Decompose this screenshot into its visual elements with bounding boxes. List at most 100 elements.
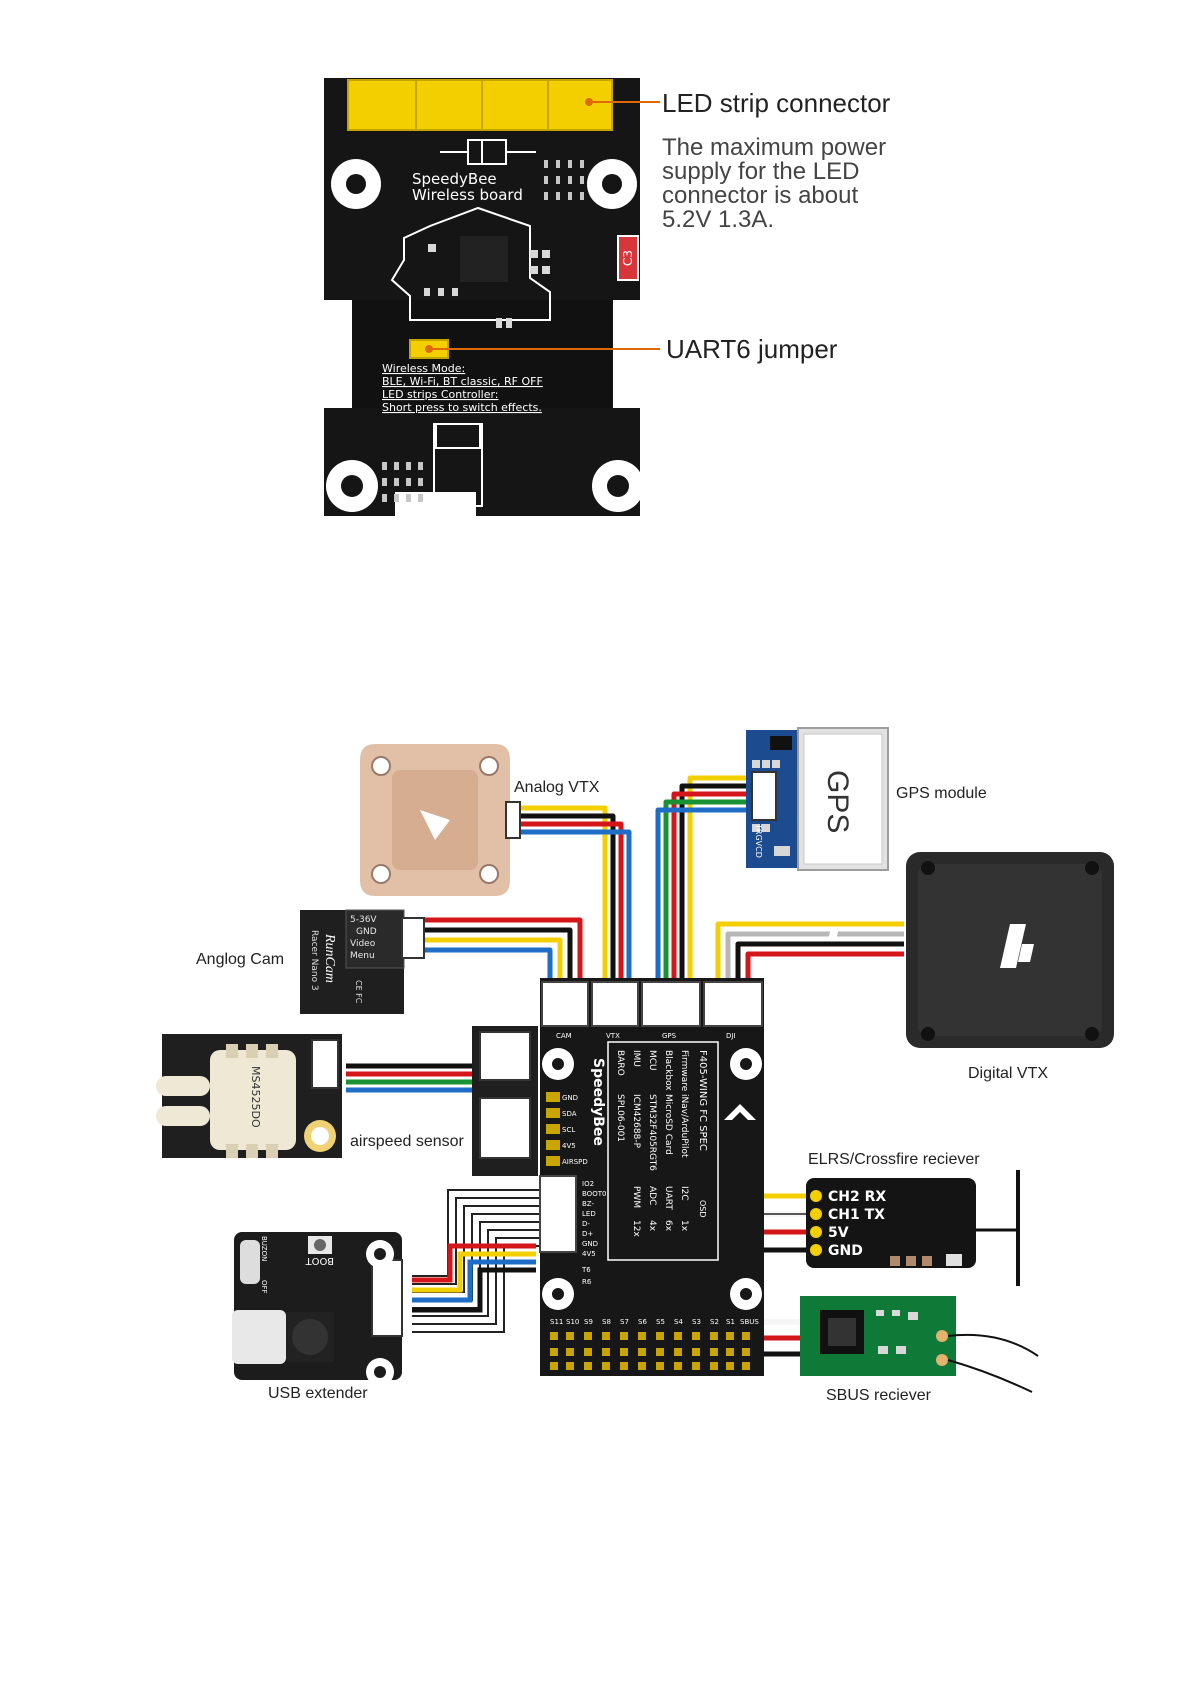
label-gps-module: GPS module (896, 785, 987, 802)
label-sbus: SBUS reciever (826, 1387, 932, 1404)
svg-text:4V5: 4V5 (582, 1250, 596, 1258)
usb-boot-label: BOOT (305, 1255, 334, 1266)
svg-text:GND: GND (562, 1094, 578, 1102)
svg-text:SBUS: SBUS (740, 1318, 759, 1326)
board-name-2: Wireless board (412, 186, 523, 204)
svg-text:S9: S9 (584, 1318, 593, 1326)
silk-line: LED strips Controller: (382, 388, 499, 401)
label-analog-cam: Anglog Cam (196, 951, 284, 968)
cam-model: Racer Nano 3 (309, 930, 319, 991)
fc-wiring: Analog VTX GPS TRGVCD GPS module (156, 727, 1114, 1404)
usb-off-label: OFF (260, 1280, 268, 1294)
gps-pins-text: TRGVCD (754, 823, 763, 858)
svg-text:ADC: ADC (647, 1186, 657, 1205)
svg-text:Firmware: Firmware (679, 1050, 689, 1092)
svg-text:S4: S4 (674, 1318, 683, 1326)
svg-text:SPL06-001: SPL06-001 (615, 1094, 625, 1142)
svg-text:4V5: 4V5 (562, 1142, 576, 1150)
svg-text:CAM: CAM (556, 1032, 572, 1040)
svg-text:DJI: DJI (726, 1032, 736, 1040)
airspeed-sensor: MS4525DO airspeed sensor (156, 1026, 538, 1176)
fc-spec-title: F405-WING FC SPEC (697, 1050, 708, 1151)
fc-brand: SpeedyBee (590, 1058, 606, 1146)
svg-text:S1: S1 (726, 1318, 735, 1326)
airspeed-chip: MS4525DO (249, 1066, 262, 1128)
svg-text:S6: S6 (638, 1318, 647, 1326)
svg-text:6x: 6x (663, 1220, 673, 1232)
board-name: SpeedyBee (412, 170, 497, 188)
svg-text:UART: UART (663, 1186, 673, 1210)
svg-text:C3: C3 (621, 250, 635, 266)
svg-text:BOOT0: BOOT0 (582, 1190, 606, 1198)
mount-hole-icon (587, 159, 637, 209)
cam-cert: CE FC (354, 980, 363, 1004)
silk-line: Short press to switch effects. (382, 401, 542, 414)
svg-text:IMU: IMU (631, 1050, 641, 1067)
led-connector-label: LED strip connector (662, 88, 891, 118)
svg-text:S5: S5 (656, 1318, 665, 1326)
svg-text:BARO: BARO (615, 1050, 625, 1076)
elrs-pin: CH1 TX (828, 1207, 885, 1223)
svg-text:S8: S8 (602, 1318, 611, 1326)
flight-controller: CAM VTX GPS DJI GND SDA SCL 4V5 AIRSPD (539, 978, 764, 1376)
label-digital-vtx: Digital VTX (968, 1065, 1048, 1082)
uart6-label: UART6 jumper (666, 334, 838, 364)
svg-text:GPS: GPS (662, 1032, 677, 1040)
label-analog-vtx: Analog VTX (514, 779, 600, 796)
svg-text:ICM42688-P: ICM42688-P (631, 1094, 641, 1149)
dji-logo-icon (828, 924, 1034, 968)
svg-text:S10: S10 (566, 1318, 579, 1326)
mount-hole-icon (331, 159, 381, 209)
led-power-note: supply for the LED (662, 158, 859, 185)
svg-text:MicroSD Card: MicroSD Card (663, 1094, 673, 1155)
svg-text:Video: Video (350, 939, 376, 949)
cam-brand: RunCam (322, 933, 337, 983)
svg-text:STM32F405RGT6: STM32F405RGT6 (647, 1094, 657, 1171)
sbus-receiver: SBUS reciever (800, 1296, 1039, 1404)
svg-text:BZ-: BZ- (582, 1200, 594, 1208)
usb-extender: BOOT BUZON OFF USB extender (232, 1232, 403, 1402)
gps-chip-text: GPS (821, 770, 854, 833)
led-power-note: 5.2V 1.3A. (662, 206, 774, 233)
capacitor (617, 235, 639, 281)
led-strip-connector (347, 79, 613, 131)
svg-text:S3: S3 (692, 1318, 701, 1326)
svg-text:MCU: MCU (647, 1050, 657, 1071)
silk-line: BLE, Wi-Fi, BT classic, RF OFF (382, 375, 543, 388)
svg-text:R6: R6 (582, 1278, 592, 1286)
elrs-pin: GND (828, 1243, 863, 1259)
analog-vtx: Analog VTX (360, 744, 600, 896)
label-elrs: ELRS/Crossfire reciever (808, 1151, 980, 1168)
gps-module: GPS TRGVCD GPS module (746, 727, 987, 871)
wireless-board: SpeedyBee Wireless board C3 Wireless Mod… (324, 78, 891, 516)
label-airspeed: airspeed sensor (350, 1133, 465, 1150)
svg-text:12x: 12x (631, 1220, 641, 1237)
analog-cam: 5-36V GND Video Menu RunCam Racer Nano 3… (196, 909, 425, 1014)
svg-text:4x: 4x (647, 1220, 657, 1232)
digital-vtx: Digital VTX (828, 852, 1114, 1082)
usb-buzon-label: BUZON (260, 1236, 268, 1261)
svg-text:GND: GND (356, 927, 377, 937)
svg-text:I2C: I2C (679, 1186, 689, 1201)
svg-text:Menu: Menu (350, 951, 375, 961)
svg-text:iNav/ArduPilot: iNav/ArduPilot (679, 1094, 689, 1158)
svg-text:GND: GND (582, 1240, 598, 1248)
elrs-pin: CH2 RX (828, 1189, 886, 1205)
svg-text:5-36V: 5-36V (350, 915, 377, 925)
svg-text:SDA: SDA (562, 1110, 577, 1118)
svg-text:1x: 1x (679, 1220, 689, 1232)
svg-text:Blackbox: Blackbox (663, 1050, 673, 1091)
elrs-receiver: CH2 RX CH1 TX 5V GND ELRS/Crossfire reci… (806, 1151, 1020, 1286)
label-usb-extender: USB extender (268, 1385, 368, 1402)
svg-text:IO2: IO2 (582, 1180, 594, 1188)
svg-text:D+: D+ (582, 1230, 593, 1238)
svg-text:SCL: SCL (562, 1126, 575, 1134)
elrs-pin: 5V (828, 1225, 849, 1241)
svg-text:S2: S2 (710, 1318, 719, 1326)
svg-text:LED: LED (582, 1210, 596, 1218)
svg-text:OSD: OSD (698, 1200, 707, 1218)
svg-text:D-: D- (582, 1220, 590, 1228)
led-power-note: connector is about (662, 182, 858, 209)
svg-text:S7: S7 (620, 1318, 629, 1326)
